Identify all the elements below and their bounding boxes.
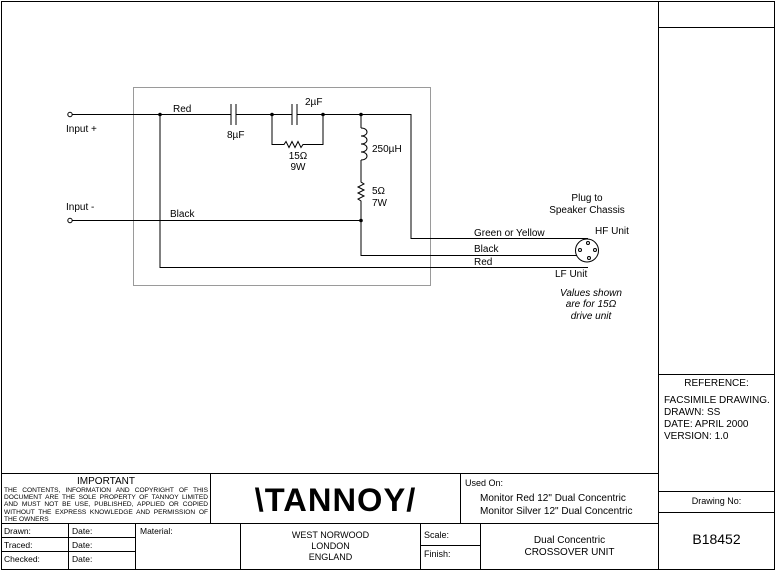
cap2-label: 2µF [305,97,323,108]
used-on-line2: Monitor Silver 12" Dual Concentric [480,506,633,517]
red-output-wire [159,114,588,268]
plug-pin [578,248,582,252]
input-plus-label: Input + [66,124,97,135]
black-input-label: Black [170,209,195,220]
reference-line4: VERSION: 1.0 [664,431,729,442]
capacitor-2uf [291,104,298,125]
scale-label: Scale: [424,530,450,540]
used-on-label: Used On: [465,478,504,488]
inductor-250uh [360,127,368,161]
junction-dot [158,112,162,117]
green-or-yellow-wire [361,114,588,239]
note-line2: are for 15Ω [565,299,617,310]
res2-power-label: 7W [372,198,387,209]
res1-value-label: 15Ω [288,151,308,162]
cap1-label: 8µF [227,130,245,141]
reference-line1: FACSIMILE DRAWING. [664,395,770,406]
plug-title-line1: Plug to [571,193,603,204]
input-minus-terminal [67,217,73,224]
date-label-2: Date: [72,540,93,550]
inductor-label: 250µH [372,144,402,155]
drawing-title-line2: CROSSOVER UNIT [524,547,615,558]
res1-power-label: 9W [290,162,306,173]
drawn-label: Drawn: [4,526,31,536]
reference-heading: REFERENCE: [684,378,749,389]
lf-unit-label: LF Unit [555,269,588,280]
reference-line3: DATE: APRIL 2000 [664,419,749,430]
black-output-wire [360,220,578,256]
important-heading: IMPORTANT [77,476,135,487]
checked-label: Checked: [4,554,40,564]
drawing-no-value: B18452 [692,531,741,547]
reference-line2: DRAWN: SS [664,407,721,418]
address-line3: ENGLAND [308,552,353,562]
drawing-title-line1: Dual Concentric [533,535,606,546]
resistor-15-ohm [271,114,324,149]
junction-dot [359,218,363,223]
plug-pin [593,248,597,252]
address-line2: LONDON [311,541,350,551]
red-input-label: Red [173,104,192,115]
black-output-label: Black [474,244,499,255]
junction-dot [359,112,363,117]
red-output-label: Red [474,257,493,268]
used-on-line1: Monitor Red 12" Dual Concentric [480,493,626,504]
material-label: Material: [140,526,173,536]
traced-label: Traced: [4,540,33,550]
important-text: THE CONTENTS, INFORMATION AND COPYRIGHT … [4,487,208,523]
green-or-yellow-label: Green or Yellow [474,228,545,239]
res2-value-label: 5Ω [372,186,386,197]
finish-label: Finish: [424,549,451,559]
plug-pin [587,256,591,260]
hf-unit-label: HF Unit [595,226,629,237]
address-line1: WEST NORWOOD [291,530,370,540]
speaker-plug [575,238,599,263]
date-label-3: Date: [72,554,93,564]
junction-dot [321,112,325,117]
input-minus-label: Input - [66,202,95,213]
plug-title-line2: Speaker Chassis [549,205,625,216]
date-label-1: Date: [72,526,93,536]
plug-pin [586,241,590,245]
tannoy-logo: \TANNOY/ [254,482,417,518]
resistor-5-ohm [356,160,366,221]
input-plus-terminal [67,111,73,118]
drawing-no-label: Drawing No: [691,496,742,506]
note-line1: Values shown [560,288,622,299]
capacitor-8uf [230,104,237,125]
crossover-enclosure [133,87,431,286]
note-line3: drive unit [570,311,612,322]
junction-dot [270,112,274,117]
